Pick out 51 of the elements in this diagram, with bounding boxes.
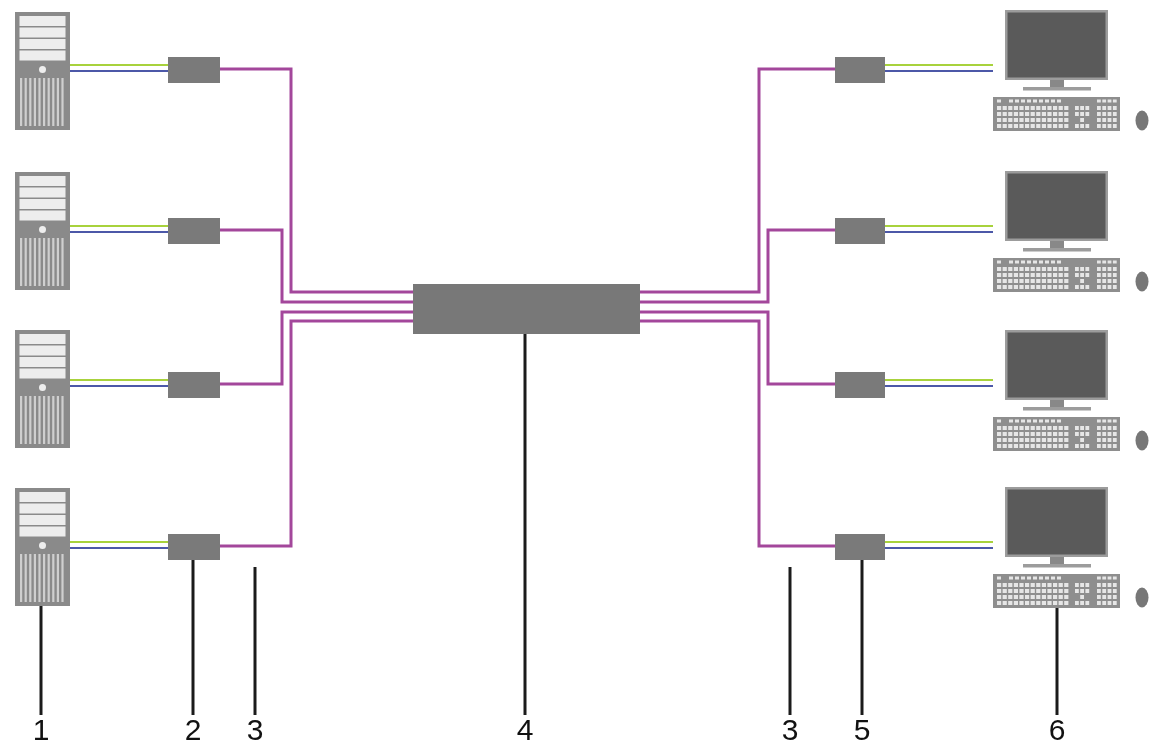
leader-line	[788, 567, 792, 715]
computer-tower-drawing	[15, 488, 70, 606]
cable	[220, 310, 413, 386]
cable	[884, 225, 994, 227]
cable	[884, 385, 994, 387]
callout-number: 1	[26, 715, 56, 745]
cable	[884, 547, 994, 549]
leader-line	[39, 606, 43, 715]
cable	[640, 228, 835, 304]
cable	[220, 319, 413, 548]
cable	[69, 379, 169, 381]
module-box	[168, 218, 220, 244]
cable	[69, 231, 169, 233]
module-box	[835, 372, 885, 398]
cable	[69, 70, 169, 72]
leader-line	[253, 567, 257, 715]
cable	[220, 228, 413, 304]
hub-box	[413, 284, 640, 334]
cable	[884, 541, 994, 543]
callout-number: 2	[178, 715, 208, 745]
cable	[69, 225, 169, 227]
cable	[884, 70, 994, 72]
module-box	[835, 218, 885, 244]
cable	[884, 379, 994, 381]
module-box	[835, 57, 885, 83]
callout-number: 6	[1042, 715, 1072, 745]
callout-number: 3	[240, 715, 270, 745]
module-box	[168, 372, 220, 398]
cable	[69, 385, 169, 387]
computer-tower-drawing	[15, 12, 70, 130]
leader-line	[523, 334, 527, 715]
leader-line	[191, 560, 195, 715]
cable	[69, 541, 169, 543]
computer-tower-drawing	[15, 330, 70, 448]
leader-line	[860, 560, 864, 715]
cable	[220, 67, 413, 294]
module-box	[835, 534, 885, 560]
callout-number: 4	[510, 715, 540, 745]
cable	[640, 319, 835, 548]
cable	[640, 310, 835, 386]
callout-number: 3	[775, 715, 805, 745]
cable	[69, 64, 169, 66]
computer-tower-drawing	[15, 172, 70, 290]
cable	[640, 67, 835, 294]
cable	[884, 231, 994, 233]
cable	[69, 547, 169, 549]
callout-number: 5	[847, 715, 877, 745]
module-box	[168, 534, 220, 560]
module-box	[168, 57, 220, 83]
cable	[884, 64, 994, 66]
leader-line	[1055, 608, 1059, 715]
